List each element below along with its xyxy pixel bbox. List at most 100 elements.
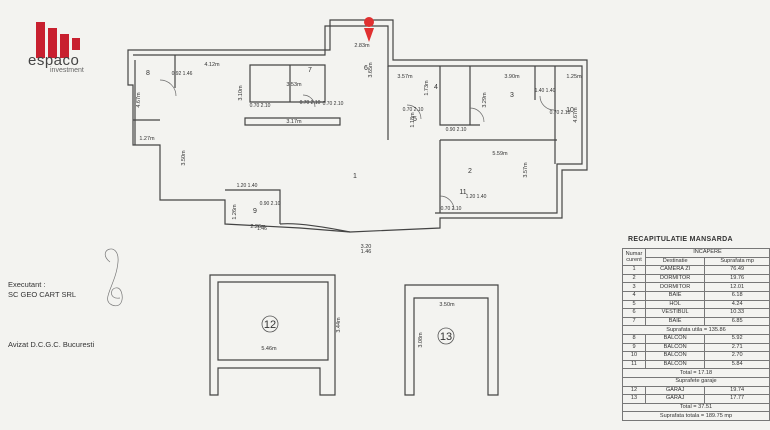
recap-table: Numar curent INCAPERE Destinatie Suprafa… <box>622 247 770 421</box>
recap-destinatie: CAMERA ZI <box>644 265 706 275</box>
avizat-text: Avizat D.C.G.C. Bucuresti <box>8 340 95 349</box>
dimension-label: 3.29m <box>482 92 488 108</box>
dimension-label: 3.57m <box>523 162 529 178</box>
dimension-label: 3.10m <box>238 85 244 101</box>
recap-destinatie: BALCON <box>644 333 706 344</box>
recap-nr: 6 <box>622 308 646 318</box>
recap-destinatie: BAIE <box>644 316 706 327</box>
dimension-label: 2.83m <box>354 43 370 49</box>
recap-destinatie: GARAJ <box>644 385 706 396</box>
recap-nr: 2 <box>622 273 646 284</box>
recap-suprafata: 17.77 <box>704 394 770 404</box>
room-circle <box>437 327 455 345</box>
dimension-label: 3.08m <box>418 332 424 348</box>
room-number-5: 5 <box>413 116 417 123</box>
recap-destinatie: BAIE <box>644 290 706 301</box>
room-number-9: 9 <box>253 208 257 215</box>
recap-destinatie: GARAJ <box>644 394 706 404</box>
dimension-label: 3.44m <box>336 317 342 333</box>
room-number-3: 3 <box>510 92 514 99</box>
opening-label: 0.90 2.10 <box>446 127 467 133</box>
recap-nr: 1 <box>622 265 646 275</box>
dimension-label: 5.46m <box>261 346 277 352</box>
recap-garaje-title: Suprafete garaje <box>622 376 770 387</box>
dimension-label: 5.59m <box>492 151 508 157</box>
dimension-label: 1.18m <box>410 112 416 128</box>
opening-label: 0.70 2.10 <box>403 107 424 113</box>
recap-nr: 12 <box>622 385 646 396</box>
recap-destinatie: VESTIBUL <box>644 308 706 318</box>
recap-suprafata: 2.70 <box>704 351 770 361</box>
plan-walls <box>127 19 588 396</box>
recap-destinatie: DORMITOR <box>644 273 706 284</box>
signature-scribble <box>104 248 123 307</box>
recap-suprafata: 6.18 <box>704 290 770 301</box>
door-swings <box>159 79 555 211</box>
recap-total-row: Total = 37.51 <box>622 402 770 413</box>
dimension-label: 1.25m <box>566 74 582 80</box>
recap-header-destinatie: Destinatie <box>644 256 706 267</box>
opening-label: 0.70 2.10 <box>250 103 271 109</box>
opening-label: 1.20 1.40 <box>237 183 258 189</box>
dimension-label: 3.90m <box>504 74 520 80</box>
dimension-label: 3.17m <box>286 119 302 125</box>
north-marker <box>364 17 374 42</box>
recap-nr: 8 <box>622 333 646 344</box>
recap-section-row: Suprafete garaje <box>622 376 770 387</box>
recap-destinatie: BALCON <box>644 359 706 370</box>
room-number-8: 8 <box>146 70 150 77</box>
recap-suprafata: 76.49 <box>704 265 770 275</box>
dimension-label: 4.12m <box>204 62 220 68</box>
opening-label: 0.92 1.46 <box>172 71 193 77</box>
recap-nr: 5 <box>622 299 646 310</box>
dimension-label: 1.27m <box>139 136 155 142</box>
opening-label: 0.70 2.10 <box>323 101 344 107</box>
recap-subheader-row: Destinatie Suprafata mp <box>623 256 770 267</box>
dimension-label: 3.53m <box>286 82 302 88</box>
recap-suprafata: 6.85 <box>704 316 770 327</box>
opening-label: 1.40 1.40 <box>535 88 556 94</box>
executant-name: SC GEO CART SRL <box>8 290 77 299</box>
opening-label: 1.20 1.40 <box>466 194 487 200</box>
dimension-label: 4.67m <box>136 92 142 108</box>
espaco-logo <box>36 22 80 58</box>
recap-destinatie: HOL <box>644 299 706 310</box>
recap-nr: 11 <box>622 359 646 370</box>
recap-destinatie: BALCON <box>644 351 706 361</box>
dimension-label: 1.46 <box>361 249 372 255</box>
dimension-label: 2.26m <box>250 224 266 230</box>
dimension-label: 1.26m <box>232 204 238 220</box>
dimension-label: 3.50m <box>181 150 187 166</box>
recap-suprafata: 19.74 <box>704 385 770 396</box>
recap-destinatie: BALCON <box>644 342 706 353</box>
opening-label: 1.46 <box>257 226 267 232</box>
recap-header-nr: Numar curent <box>622 247 646 267</box>
opening-label: 0.70 2.10 <box>441 206 462 212</box>
room-circle <box>261 315 279 333</box>
recap-suprafata: 10.33 <box>704 308 770 318</box>
recap-suprafata: 5.92 <box>704 333 770 344</box>
dimension-label: 1.73m <box>424 80 430 96</box>
room-number-11: 11 <box>459 189 466 196</box>
recap-suprafata: 4.24 <box>704 299 770 310</box>
room-number-12: 12 <box>264 319 276 331</box>
recap-suprafata: 5.84 <box>704 359 770 370</box>
executant-block: Executant : SC GEO CART SRL <box>8 280 76 300</box>
recap-suprafata: 19.76 <box>704 273 770 284</box>
recap-total-row: Total = 17.18 <box>622 368 770 378</box>
room-number-6: 6 <box>364 65 368 72</box>
recap-total-final-row: Suprafata totala = 189.75 mp <box>622 411 770 421</box>
recap-total-garaj: Total = 37.51 <box>622 402 770 413</box>
recap-header-incapere: INCAPERE <box>645 248 770 258</box>
